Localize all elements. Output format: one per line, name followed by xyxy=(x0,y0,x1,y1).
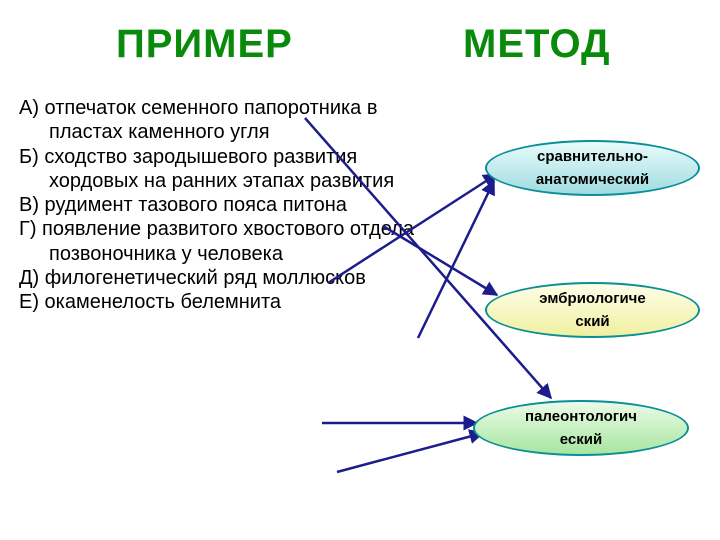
method-heading: МЕТОД xyxy=(463,22,611,66)
example-list: А) отпечаток семенного папоротника в пла… xyxy=(19,96,439,315)
method-embryological: эмбриологиче ский xyxy=(485,282,700,338)
method-comparative-anatomical-label: сравнительно- анатомический xyxy=(535,148,650,188)
example-d: Д) филогенетический ряд моллюсков xyxy=(19,267,366,290)
example-heading: ПРИМЕР xyxy=(116,22,293,66)
method-embryological-label: эмбриологиче ский xyxy=(539,290,646,330)
arrow-b-embryological xyxy=(382,224,499,297)
arrow-a-paleontological xyxy=(304,117,552,400)
arrow-d-paleontological xyxy=(336,429,485,474)
arrow-g-comparative xyxy=(416,179,496,339)
method-comparative-anatomical: сравнительно- анатомический xyxy=(485,140,700,196)
example-b: Б) сходство зародышевого развития хордов… xyxy=(19,145,395,192)
method-paleontological-label: палеонтологич еский xyxy=(525,408,637,448)
example-e: Е) окаменелость белемнита xyxy=(19,291,282,314)
arrow-v-comparative xyxy=(327,172,499,285)
method-paleontological: палеонтологич еский xyxy=(473,400,689,456)
example-v: В) рудимент тазового пояса питона xyxy=(19,194,347,217)
example-g: Г) появление развитого хвостового отдела… xyxy=(19,218,415,265)
example-a: А) отпечаток семенного папоротника в пла… xyxy=(19,97,378,144)
